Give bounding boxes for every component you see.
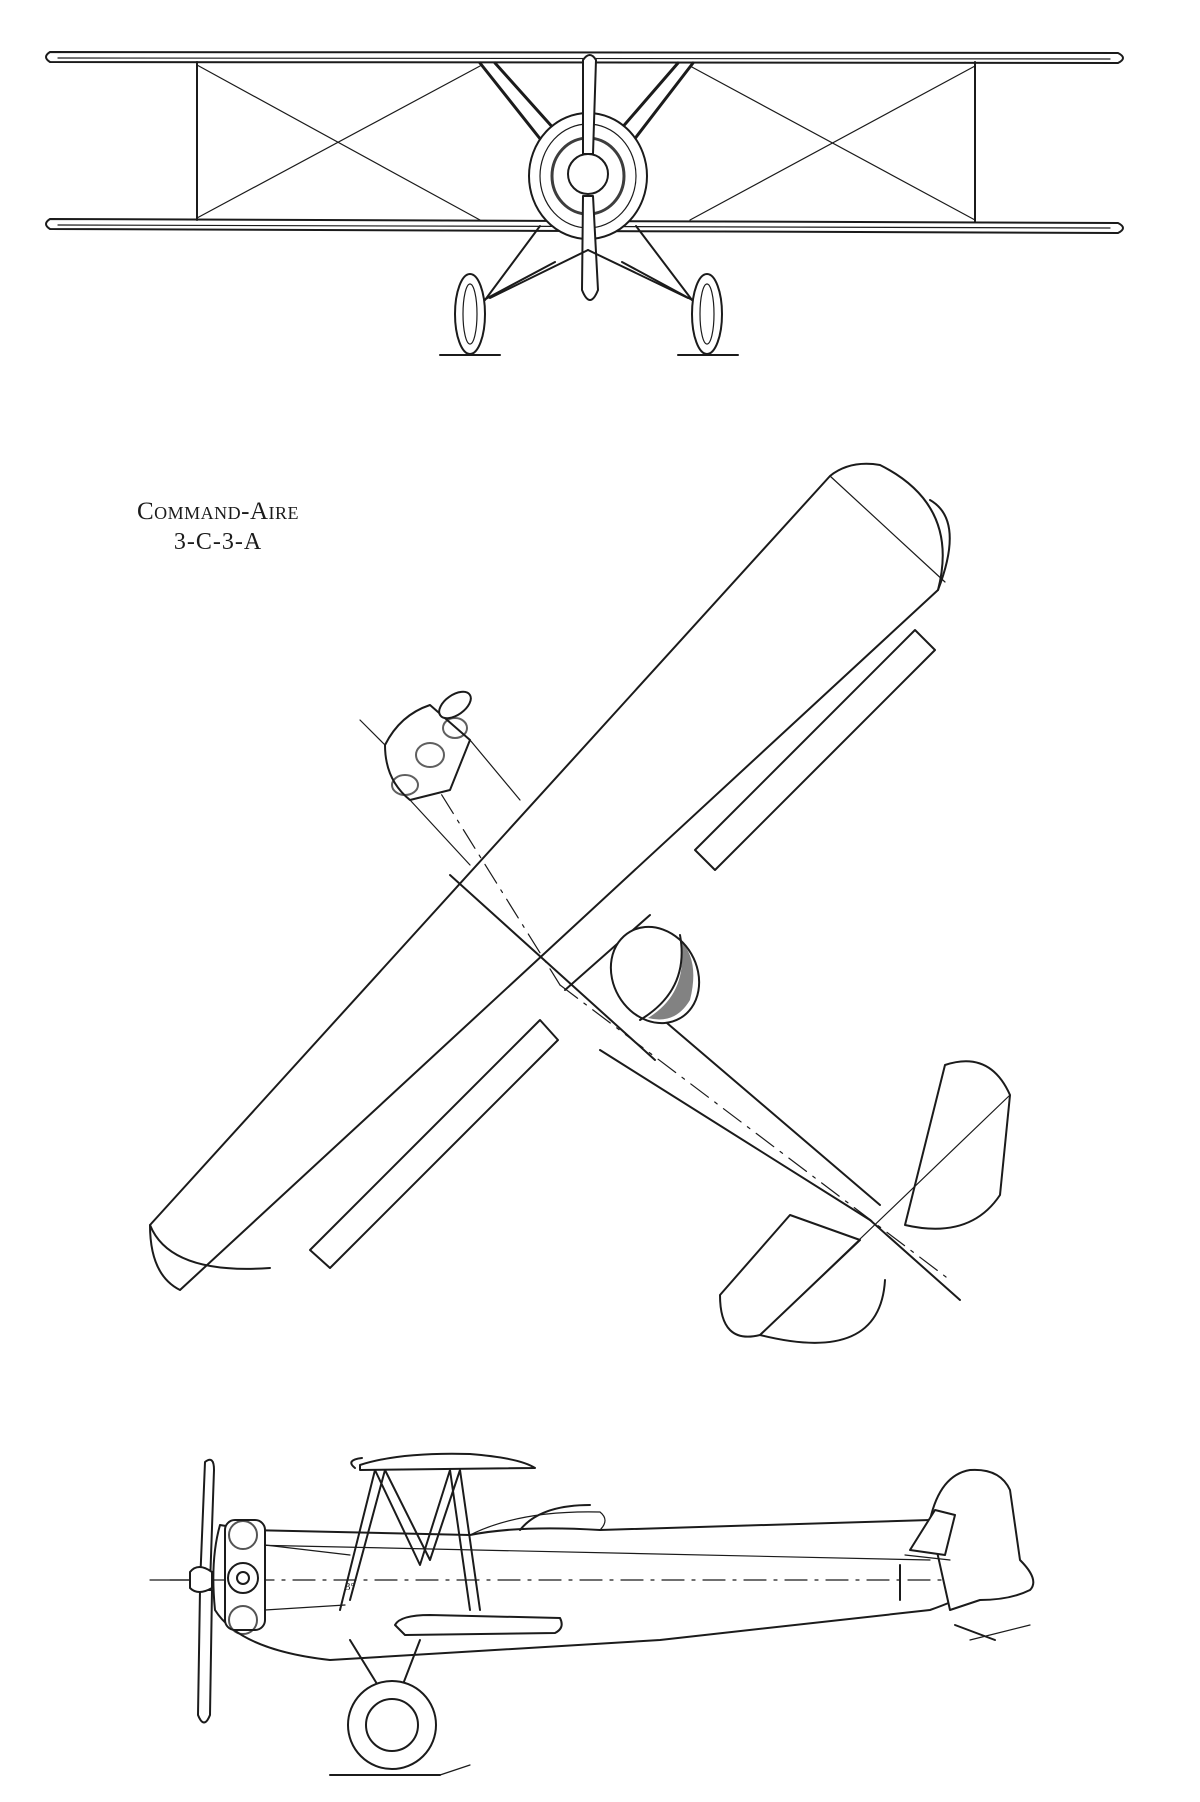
landing-gear-side [329, 1639, 471, 1776]
center-section-plan [449, 874, 656, 1061]
propeller-front [581, 54, 599, 301]
ailerons-plan [309, 629, 936, 1269]
caption-model-designation: 3-C-3-A [173, 529, 263, 556]
cabane-and-interplane-struts-side [339, 1469, 481, 1611]
engine-plan [359, 690, 521, 866]
upper-wing-side [350, 1452, 536, 1471]
engine-side [224, 1519, 351, 1635]
landing-gear-front [439, 225, 739, 356]
horizontal-tail-plan [719, 1060, 1011, 1344]
interplane-struts-front [196, 61, 976, 223]
plan-view [149, 462, 1011, 1344]
caption-aircraft-name: Command-Aire [136, 498, 300, 525]
incidence-angle-label: 3° [345, 1581, 355, 1593]
front-view [45, 51, 1124, 356]
lower-wing-side [394, 1614, 563, 1636]
fuselage-plan [419, 759, 951, 1281]
cockpit-plan [609, 925, 701, 1025]
upper-wing-plan [149, 462, 951, 1291]
propeller-side [149, 1458, 215, 1724]
vertical-tail-side [899, 1468, 1035, 1641]
cabane-struts-front [478, 61, 695, 147]
aircraft-caption: Command-Aire 3-C-3-A [108, 496, 328, 557]
side-view: 3° [149, 1452, 1035, 1776]
